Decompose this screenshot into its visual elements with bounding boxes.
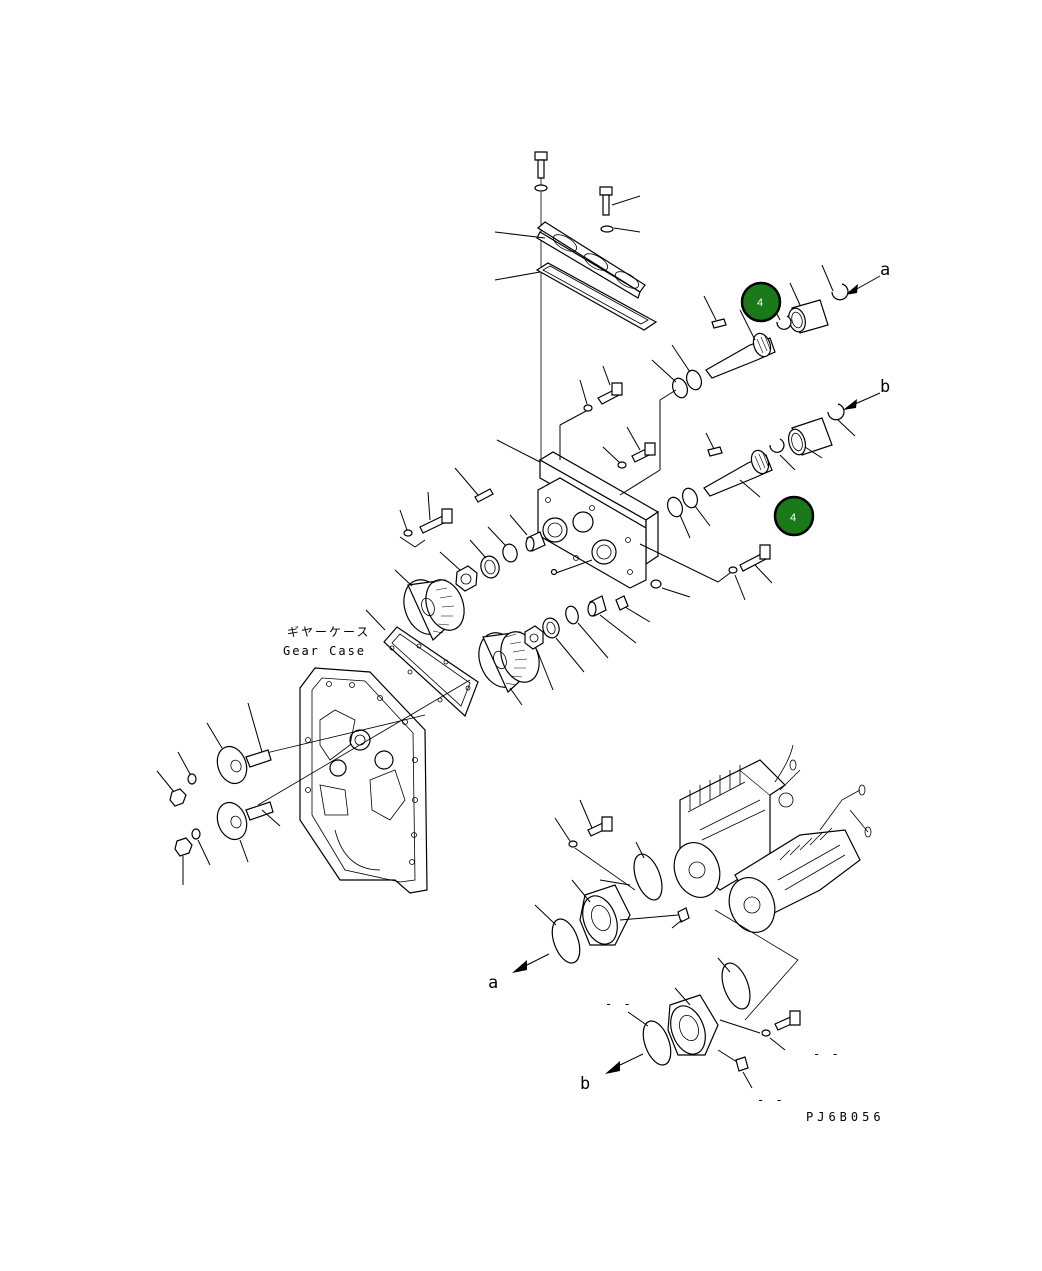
gear-case-gasket: [365, 609, 479, 718]
drive-housing: [496, 389, 735, 589]
top-bolt-stack: [534, 151, 641, 470]
gear-train-lower: [478, 595, 651, 706]
upper-shaft-assembly: [651, 264, 849, 399]
badge-4-lower-label: 4: [790, 512, 796, 524]
dash-label-3: - -: [757, 1093, 785, 1107]
gear-case-en-label: Gear Case: [283, 644, 366, 658]
callout-a-top-label: a: [880, 260, 890, 280]
callout-b-top: b: [843, 377, 890, 410]
callout-a-top: a: [845, 260, 890, 295]
badge-4-upper-label: 4: [757, 297, 763, 309]
dash-label-2: - -: [813, 1047, 841, 1061]
housing-bolts: [579, 365, 773, 601]
gear-case-label: ギヤーケース Gear Case: [283, 625, 370, 658]
callout-a-bottom: a: [488, 953, 550, 993]
gear-case-jp-label: ギヤーケース: [287, 625, 370, 639]
injection-pump-assembly: [534, 744, 872, 1089]
dash-label-1: - -: [605, 997, 633, 1011]
callout-a-bottom-label: a: [488, 973, 498, 993]
top-cover-plate: [494, 221, 646, 299]
callout-b-bottom-label: b: [580, 1074, 590, 1094]
gear-train-left: [394, 467, 593, 642]
callout-b-top-label: b: [880, 377, 890, 397]
left-idler-shafts: [156, 702, 281, 885]
lower-shaft-assembly: [666, 403, 856, 539]
badge-4-upper: 4: [740, 281, 782, 323]
top-gasket: [494, 262, 658, 331]
drawing-code: PJ6B056: [806, 1110, 885, 1124]
callout-b-bottom: b: [580, 1053, 644, 1094]
badge-4-lower: 4: [773, 495, 815, 537]
gear-case-body: [257, 667, 471, 894]
